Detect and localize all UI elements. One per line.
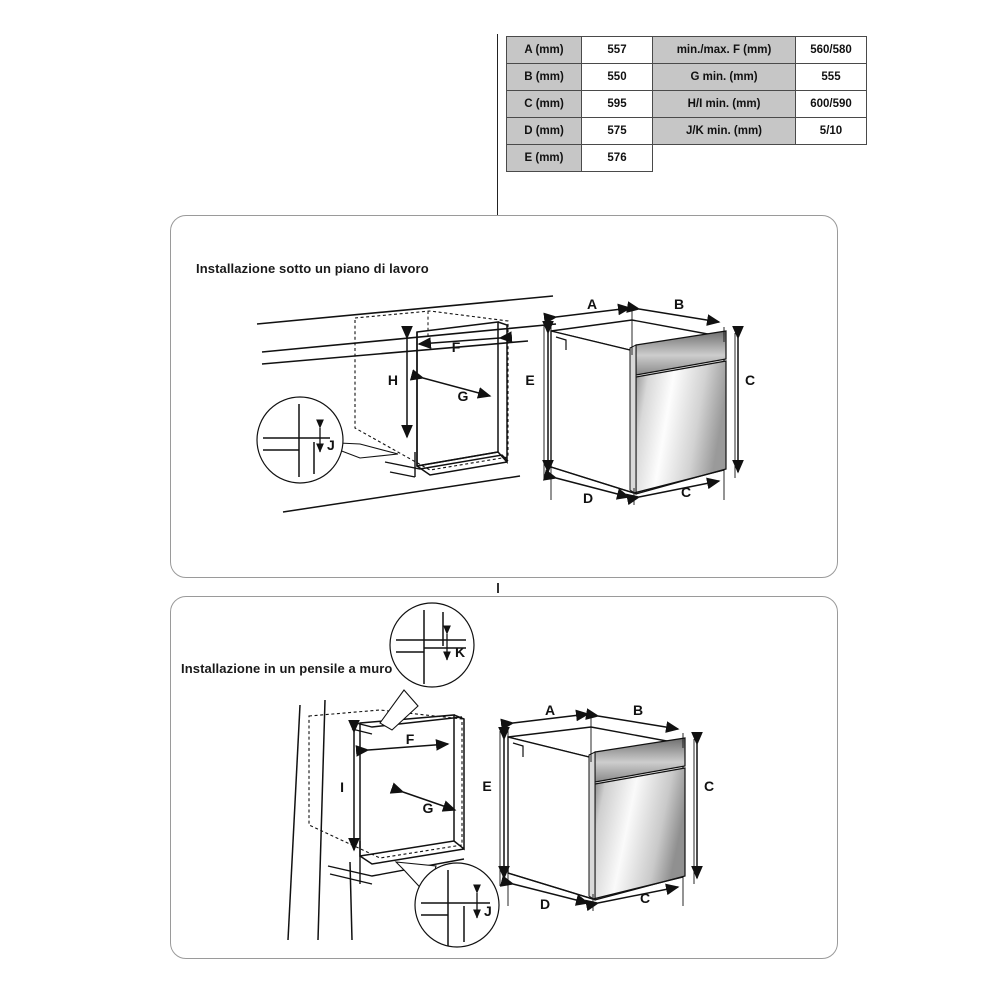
cell-value-hi: 600/590 (795, 90, 867, 118)
specification-table-body: A (mm) 557 min./max. F (mm) 560/580 B (m… (506, 36, 867, 172)
cell-value-b: 550 (581, 63, 653, 91)
panel-title-wall-unit: Installazione in un pensile a muro (181, 661, 393, 676)
cell-value-e: 576 (581, 144, 653, 172)
table-row: A (mm) 557 min./max. F (mm) 560/580 (506, 36, 867, 64)
specification-table: A (mm) 557 min./max. F (mm) 560/580 B (m… (506, 36, 867, 172)
cell-label-c: C (mm) (506, 90, 582, 118)
panel-divider-tick (497, 583, 499, 593)
cell-value-a: 557 (581, 36, 653, 64)
cell-label-g: G min. (mm) (652, 63, 796, 91)
cell-value-c: 595 (581, 90, 653, 118)
cell-label-jk: J/K min. (mm) (652, 117, 796, 145)
cell-empty (652, 144, 796, 172)
cell-label-e: E (mm) (506, 144, 582, 172)
cell-label-b: B (mm) (506, 63, 582, 91)
panel-wall-unit (170, 596, 838, 959)
panel-title-under-worktop: Installazione sotto un piano di lavoro (196, 261, 429, 276)
table-row: D (mm) 575 J/K min. (mm) 5/10 (506, 117, 867, 145)
cell-empty (795, 144, 867, 172)
table-leader-line (497, 34, 498, 216)
cell-label-d: D (mm) (506, 117, 582, 145)
cell-label-f: min./max. F (mm) (652, 36, 796, 64)
cell-value-d: 575 (581, 117, 653, 145)
cell-value-jk: 5/10 (795, 117, 867, 145)
cell-label-a: A (mm) (506, 36, 582, 64)
table-row: E (mm) 576 (506, 144, 867, 172)
cell-value-g: 555 (795, 63, 867, 91)
cell-value-f: 560/580 (795, 36, 867, 64)
table-row: B (mm) 550 G min. (mm) 555 (506, 63, 867, 91)
table-row: C (mm) 595 H/I min. (mm) 600/590 (506, 90, 867, 118)
cell-label-hi: H/I min. (mm) (652, 90, 796, 118)
